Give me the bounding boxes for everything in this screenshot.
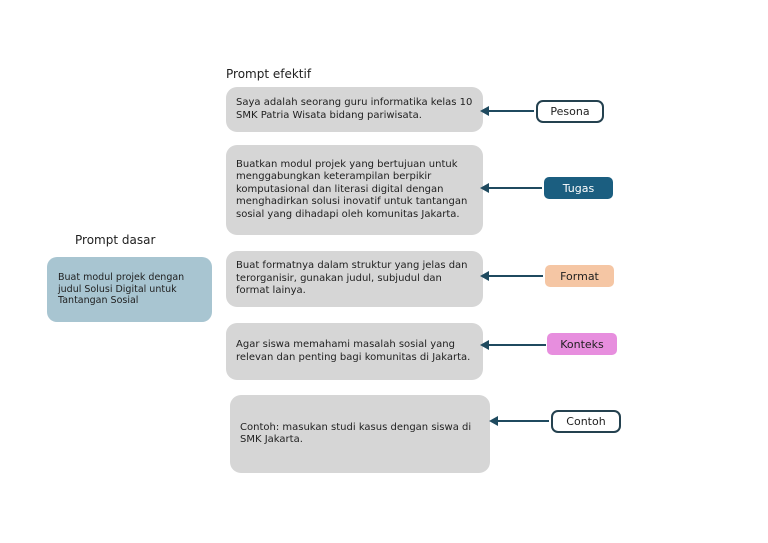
effective-prompt-heading: Prompt efektif — [226, 67, 312, 81]
prompt-bubble-contoh: Contoh: masukan studi kasus dengan siswa… — [230, 395, 490, 473]
arrow-konteks — [480, 340, 546, 350]
prompt-bubble-contoh-text: Contoh: masukan studi kasus dengan siswa… — [240, 421, 472, 446]
arrow-pesona — [480, 106, 534, 116]
prompt-bubble-konteks-text: Agar siswa memahami masalah sosial yang … — [236, 339, 471, 363]
prompt-bubble-tugas-text: Buatkan modul projek yang bertujuan untu… — [236, 158, 468, 220]
arrow-tugas — [480, 183, 542, 193]
tag-konteks-label: Konteks — [560, 337, 604, 351]
tag-pesona: Pesona — [536, 100, 604, 123]
prompt-bubble-format-text: Buat formatnya dalam struktur yang jelas… — [236, 260, 468, 297]
tag-format-label: Format — [560, 269, 599, 283]
tag-contoh-label: Contoh — [566, 415, 606, 428]
tag-tugas-label: Tugas — [562, 181, 595, 195]
tag-contoh: Contoh — [551, 410, 621, 433]
basic-prompt-text: Buat modul projek dengan judul Solusi Di… — [58, 271, 185, 307]
prompt-bubble-pesona-text: Saya adalah seorang guru informatika kel… — [236, 97, 473, 121]
tag-konteks: Konteks — [547, 333, 617, 355]
basic-prompt-heading: Prompt dasar — [75, 233, 156, 247]
prompt-bubble-pesona: Saya adalah seorang guru informatika kel… — [226, 87, 483, 132]
arrow-contoh — [489, 416, 549, 426]
tag-tugas: Tugas — [544, 177, 613, 199]
prompt-bubble-tugas: Buatkan modul projek yang bertujuan untu… — [226, 145, 483, 235]
arrow-format — [480, 271, 543, 281]
tag-format: Format — [545, 265, 614, 287]
basic-prompt-bubble: Buat modul projek dengan judul Solusi Di… — [47, 257, 212, 322]
prompt-bubble-format: Buat formatnya dalam struktur yang jelas… — [226, 251, 483, 307]
prompt-bubble-konteks: Agar siswa memahami masalah sosial yang … — [226, 323, 483, 380]
tag-pesona-label: Pesona — [550, 105, 590, 118]
